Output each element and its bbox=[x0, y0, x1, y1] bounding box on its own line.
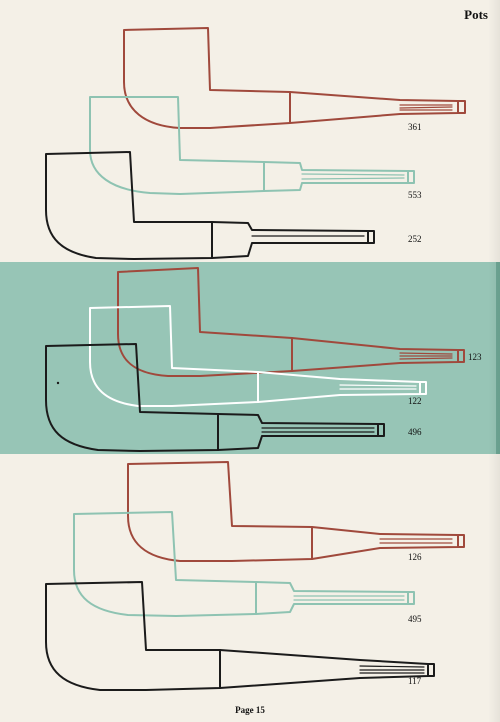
pipe-outline-252 bbox=[45, 151, 375, 260]
pipe-outline-122 bbox=[89, 305, 427, 407]
model-number-361: 361 bbox=[408, 122, 422, 132]
pipe-outline-553 bbox=[89, 96, 415, 195]
model-number-495: 495 bbox=[408, 614, 422, 624]
model-number-496: 496 bbox=[408, 427, 422, 437]
pipe-outline-117 bbox=[45, 581, 435, 691]
pipe-outline-361 bbox=[123, 27, 466, 129]
pipe-outline-495 bbox=[73, 511, 415, 617]
band-edge bbox=[496, 262, 500, 454]
model-number-553: 553 bbox=[408, 190, 422, 200]
model-number-123: 123 bbox=[468, 352, 482, 362]
model-number-126: 126 bbox=[408, 552, 422, 562]
model-number-252: 252 bbox=[408, 234, 422, 244]
page-number: Page 15 bbox=[235, 705, 265, 715]
pipe-outline-123 bbox=[117, 267, 465, 377]
page-heading: Pots bbox=[464, 7, 488, 22]
pipe-outline-126 bbox=[127, 461, 465, 562]
green-band bbox=[0, 262, 500, 454]
page-edge-shadow bbox=[488, 0, 500, 722]
model-number-122: 122 bbox=[408, 396, 422, 406]
model-number-117: 117 bbox=[408, 676, 422, 686]
pipe-outline-496 bbox=[45, 343, 385, 452]
